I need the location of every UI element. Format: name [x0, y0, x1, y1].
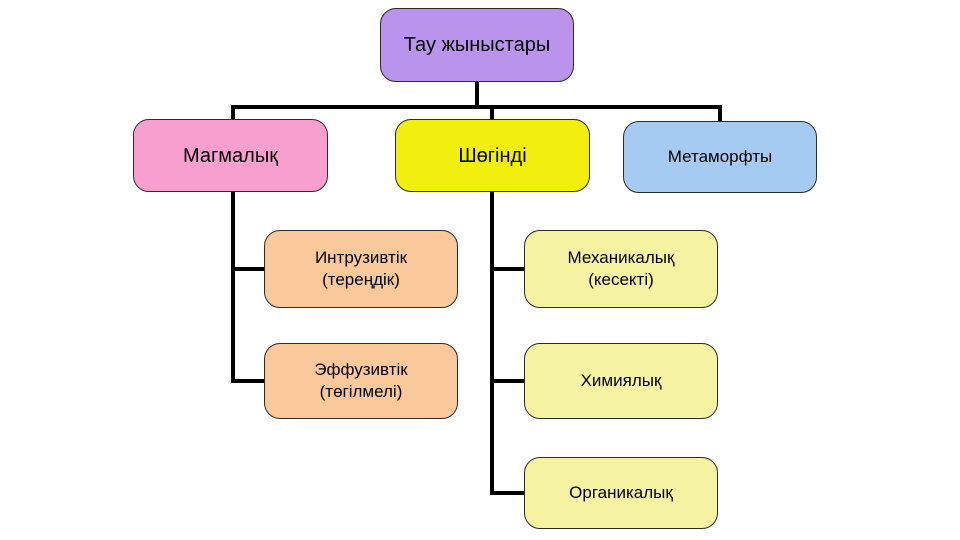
connector-magmalyk-trunk [231, 192, 235, 382]
node-himiyalyk-label: Химиялық [580, 370, 662, 390]
connector-drop-shogindi [490, 105, 494, 120]
diagram-node-root: Тау жыныстары [380, 8, 574, 82]
connector-root-stem [475, 80, 479, 107]
node-shogindi-label: Шөгінді [458, 144, 527, 167]
connector-stub-intruzivtik [231, 267, 264, 271]
diagram-node-himiyalyk: Химиялық [524, 343, 718, 419]
node-root-label: Тау жыныстары [403, 34, 551, 56]
connector-stub-mehanikalyk [490, 267, 524, 271]
diagram-node-metamorfty: Метаморфты [623, 121, 817, 193]
connector-stub-organikalyk [490, 491, 524, 495]
diagram-node-organikalyk: Органикалық [524, 457, 718, 529]
diagram-node-mehanikalyk: Механикалық (кесекті) [524, 230, 718, 308]
node-intruzivtik-label: Интрузивтік [314, 247, 408, 267]
connector-shogindi-trunk [490, 192, 494, 495]
node-metamorfty-label: Метаморфты [667, 146, 773, 166]
node-mehanikalyk-label: Механикалық [567, 247, 675, 267]
connector-top-rail [231, 105, 722, 109]
diagram-node-shogindi: Шөгінді [395, 119, 590, 192]
connector-stub-himiyalyk [490, 379, 524, 383]
diagram-node-intruzivtik: Интрузивтік (тереңдік) [264, 230, 458, 308]
node-intruzivtik-sublabel: (тереңдік) [322, 270, 400, 289]
diagram-node-effuzivtik: Эффузивтік (төгілмелі) [264, 343, 458, 419]
node-mehanikalyk-sublabel: (кесекті) [588, 270, 654, 289]
diagram-node-magmalyk: Магмалық [133, 119, 328, 192]
node-organikalyk-label: Органикалық [569, 482, 673, 502]
connector-drop-magmalyk [231, 105, 235, 120]
connector-stub-effuzivtik [231, 379, 264, 383]
connector-drop-metamorfty [718, 105, 722, 122]
node-effuzivtik-sublabel: (төгілмелі) [319, 382, 403, 401]
node-magmalyk-label: Магмалық [183, 144, 278, 167]
node-effuzivtik-label: Эффузивтік [314, 359, 408, 379]
